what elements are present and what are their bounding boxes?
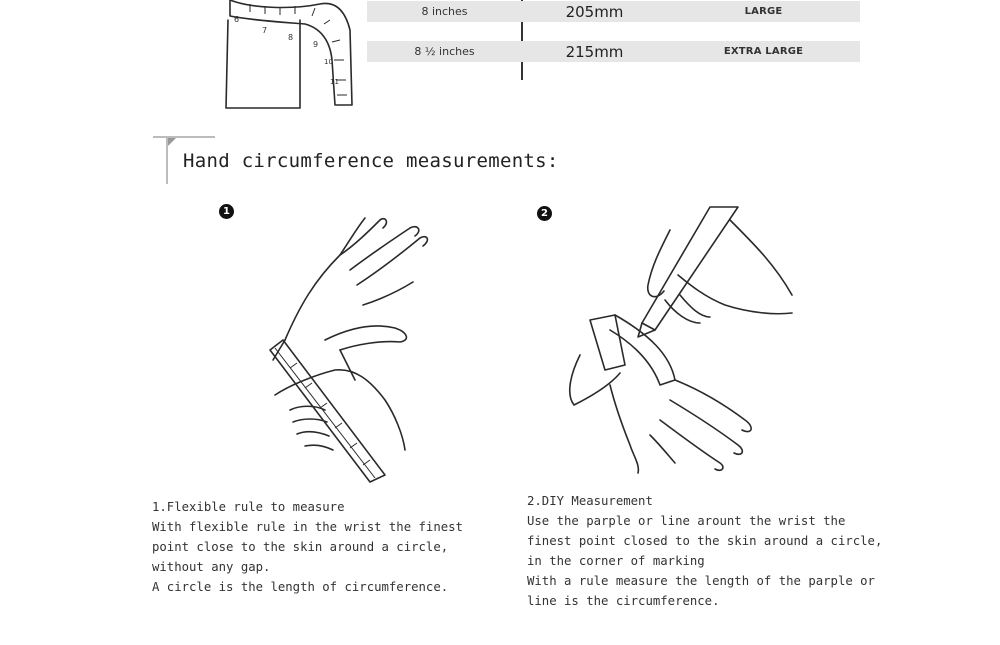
step-2-line: in the corner of marking [527,554,705,568]
tape-number: 9 [313,40,318,49]
size-inches: 8 ½ inches [414,45,475,58]
size-inches: 8 inches [421,5,468,18]
hand-flexible-rule-illustration [269,217,429,483]
step-1-line: without any gap. [152,560,271,574]
size-mm: 215mm [565,42,624,61]
tape-number: 7 [262,26,267,35]
step-1-line: point close to the skin around a circle, [152,540,449,554]
step-2-line: finest point closed to the skin around a… [527,534,883,548]
heading-bracket [153,136,215,138]
size-row: 8 ½ inches 215mm EXTRA LARGE [367,41,860,62]
tape-number: 8 [288,33,293,42]
step-1-title: 1.Flexible rule to measure [152,500,345,514]
hand-diy-measurement-illustration [568,206,793,474]
step-2-text: 2.DIY Measurement Use the parple or line… [527,491,882,611]
step-2-line: With a rule measure the length of the pa… [527,574,875,588]
tape-number: 11 [330,78,339,86]
step-1-marker: 1 [219,204,234,219]
step-2-line: line is the circumference. [527,594,720,608]
step-2-marker: 2 [537,206,552,221]
step-1-line: A circle is the length of circumference. [152,580,449,594]
size-mm: 205mm [565,2,624,21]
tape-number: 10 [324,58,333,66]
step-1-text: 1.Flexible rule to measure With flexible… [152,497,463,597]
heading-notch [168,138,176,146]
section-heading: Hand circumference measurements: [183,150,559,172]
size-label: EXTRA LARGE [723,46,804,57]
step-2-title: 2.DIY Measurement [527,494,653,508]
wrist-tape-illustration: 6 7 8 9 10 11 [225,0,353,109]
step-1-line: With flexible rule in the wrist the fine… [152,520,463,534]
table-divider [521,0,523,80]
tape-number: 6 [234,15,239,24]
heading-bracket [166,138,168,184]
step-2-line: Use the parple or line arount the wrist … [527,514,846,528]
size-label: LARGE [744,6,783,17]
size-row: 8 inches 205mm LARGE [367,1,860,22]
